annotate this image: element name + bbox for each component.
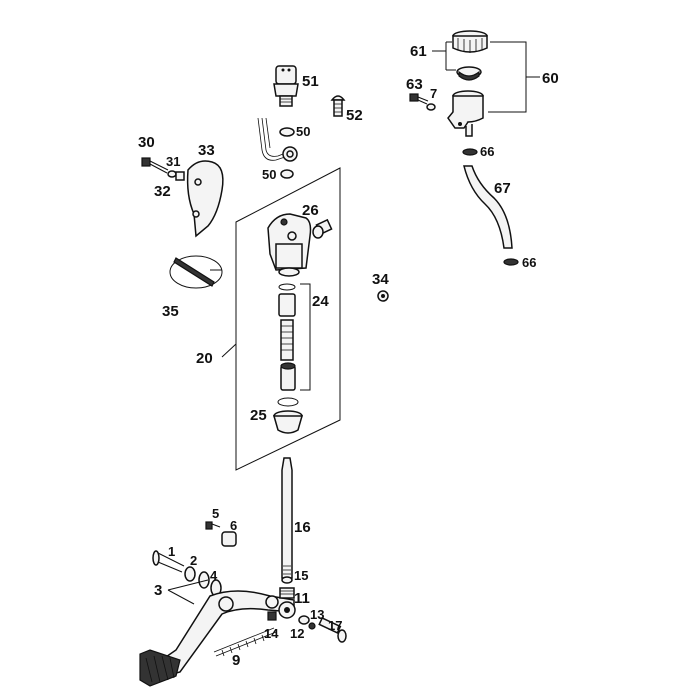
callout-5: 5 xyxy=(212,506,219,521)
bleeder-screw xyxy=(330,95,346,117)
callout-4: 4 xyxy=(210,568,218,583)
callout-61: 61 xyxy=(410,43,427,60)
bolt-5 xyxy=(205,521,221,530)
guard-spacer xyxy=(175,171,185,181)
callout-33: 33 xyxy=(198,142,215,159)
callout-11: 11 xyxy=(294,590,310,607)
cable-tie xyxy=(169,255,223,289)
dust-boot xyxy=(273,410,303,434)
callout-12: 12 xyxy=(290,626,304,641)
reservoir-hose xyxy=(463,165,513,249)
reservoir-diaphragm xyxy=(456,66,482,81)
cylinder-kit-outline xyxy=(235,167,341,471)
callout-16: 16 xyxy=(294,519,311,536)
piston-kit xyxy=(278,283,296,391)
reservoir-washer xyxy=(426,103,436,111)
guard-screw xyxy=(141,157,169,174)
bushing-6 xyxy=(221,531,237,547)
pivot-bolt xyxy=(152,550,185,573)
clevis-pin-17 xyxy=(318,617,347,643)
callout-32: 32 xyxy=(154,183,171,200)
callout-24: 24 xyxy=(312,293,329,310)
reservoir-bolt xyxy=(409,93,429,105)
callout-30: 30 xyxy=(138,134,155,151)
leader-60-bracket xyxy=(488,41,527,113)
callout-50-upper: 50 xyxy=(296,124,310,139)
cotter-13 xyxy=(308,622,316,630)
nut xyxy=(377,290,389,302)
leader-20 xyxy=(221,343,237,358)
callout-31: 31 xyxy=(166,154,180,169)
callout-15: 15 xyxy=(294,568,308,583)
callout-26: 26 xyxy=(302,202,319,219)
callout-13: 13 xyxy=(310,607,324,622)
clevis-washer-12 xyxy=(298,615,310,625)
nut-15 xyxy=(281,576,293,584)
callout-3: 3 xyxy=(154,582,162,599)
circlip xyxy=(277,397,299,407)
callout-2: 2 xyxy=(190,553,197,568)
leader-24-bracket xyxy=(300,283,311,391)
guard-washer xyxy=(167,170,177,178)
leader-3 xyxy=(167,579,209,605)
banjo-washer-upper xyxy=(279,127,295,137)
callout-14: 14 xyxy=(264,626,279,641)
callout-51: 51 xyxy=(302,73,319,90)
washer-2 xyxy=(184,566,196,582)
brake-pedal xyxy=(139,590,295,687)
hose-nipple xyxy=(312,218,333,239)
callout-50-lower: 50 xyxy=(262,167,276,182)
callout-34: 34 xyxy=(372,271,389,288)
pivot-bushing-4 xyxy=(198,571,222,597)
callout-20: 20 xyxy=(196,350,213,367)
reservoir-cap xyxy=(452,30,488,53)
clevis-nut-14 xyxy=(267,611,277,621)
callout-25: 25 xyxy=(250,407,267,424)
return-spring xyxy=(213,627,277,657)
callout-9: 9 xyxy=(232,652,240,669)
master-cylinder-body xyxy=(267,213,312,277)
fluid-reservoir xyxy=(447,90,484,137)
push-rod xyxy=(281,457,293,579)
callout-63: 63 xyxy=(406,76,423,93)
callout-66-lower: 66 xyxy=(522,255,536,270)
brake-light-switch xyxy=(273,65,299,107)
callout-1: 1 xyxy=(168,544,175,559)
callout-66-upper: 66 xyxy=(480,144,494,159)
callout-6: 6 xyxy=(230,518,237,533)
hose-clamp-upper xyxy=(462,148,478,156)
callout-7: 7 xyxy=(430,86,437,101)
hose-clamp-lower xyxy=(503,258,519,266)
brake-line-fitting xyxy=(257,117,298,162)
heel-guard xyxy=(186,160,224,238)
callout-60: 60 xyxy=(542,70,559,87)
callout-17: 17 xyxy=(328,618,342,633)
clevis-11 xyxy=(278,587,296,619)
banjo-washer-lower xyxy=(280,169,294,179)
callout-35: 35 xyxy=(162,303,179,320)
callout-67: 67 xyxy=(494,180,511,197)
callout-52: 52 xyxy=(346,107,363,124)
